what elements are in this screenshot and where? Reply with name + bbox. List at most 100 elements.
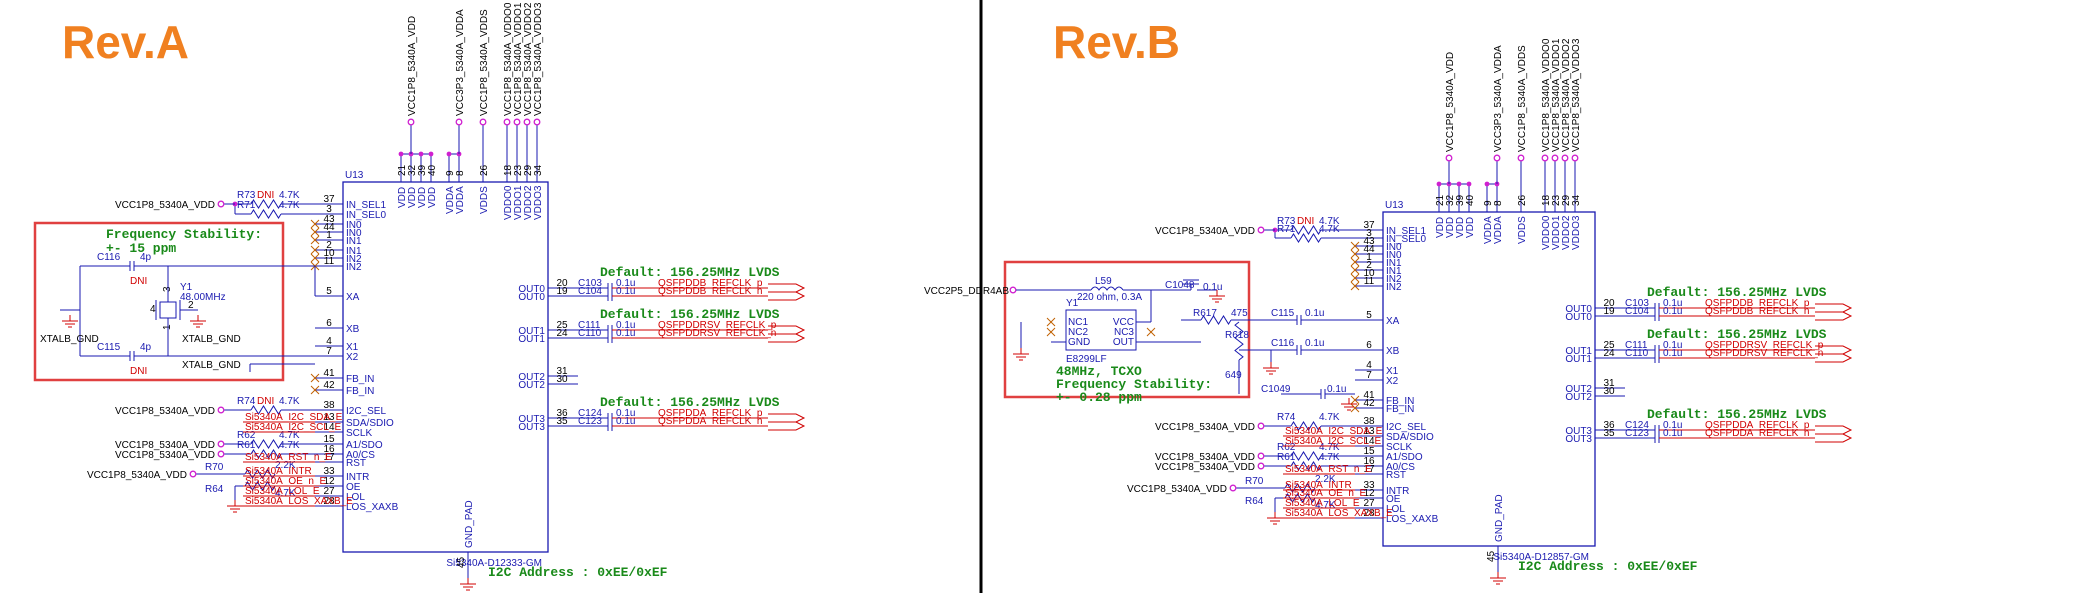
- pin-number: 44: [1363, 244, 1375, 255]
- pin-number: 30: [556, 374, 568, 385]
- vcc-net-label: VCC1P8_5340A_VDD: [87, 470, 187, 481]
- supply-net-label: VCC1P8_5340A_VDDS: [1517, 45, 1528, 152]
- no-connect-mark: [1350, 265, 1360, 275]
- crystal-frequency: 48.00MHz: [180, 292, 226, 303]
- capacitor-ref: C104: [578, 286, 602, 297]
- supply-net-label: VCC1P8_5340A_VDDO1: [513, 2, 524, 116]
- pin-number: 33: [1363, 480, 1375, 491]
- pin-name: IN_SEL0: [346, 210, 386, 221]
- ic-body: [1382, 211, 1596, 547]
- capacitor-ref: C116: [97, 252, 121, 263]
- net-terminal: [1541, 154, 1549, 162]
- supply-net-label: VCC3P3_5340A_VDDA: [1493, 45, 1504, 152]
- resistor-value: 2.2K: [1315, 474, 1336, 485]
- pin-number: 38: [1363, 416, 1375, 427]
- pin-name: SCLK: [346, 428, 372, 439]
- junction-dot: [1466, 181, 1472, 187]
- no-connect-mark: [1350, 273, 1360, 283]
- signal-label: Si5340A_RST_n_E: [245, 452, 332, 463]
- supply-net-label: VCC1P8_5340A_VDD: [1445, 52, 1456, 152]
- resistor-value: 475: [1231, 308, 1248, 319]
- pin-number: 7: [326, 346, 332, 357]
- net-terminal: [479, 118, 487, 126]
- revision-title: Rev.B: [1053, 16, 1180, 68]
- pin-number: 39: [417, 164, 428, 176]
- capacitor-ref: C111: [1625, 340, 1648, 351]
- no-connect-mark: [310, 373, 320, 383]
- no-connect-mark: [310, 385, 320, 395]
- output-net-label: QSFPDDB_REFCLK_p: [1705, 298, 1810, 309]
- pin-name: IN_SEL0: [1386, 234, 1426, 245]
- tcxo-supply-label: VCC2P5_DDR4AB: [924, 286, 1009, 297]
- signal-label: Si5340A_I2C_SDA_E: [245, 412, 343, 423]
- output-net-label: QSFPDDA_REFCLK_p: [1705, 420, 1810, 431]
- pin-number: 13: [323, 412, 335, 423]
- pin-number: 2: [326, 240, 332, 251]
- resistor-ref: R61: [1277, 452, 1296, 463]
- inductor-value: 220 ohm, 0.3A: [1077, 292, 1142, 303]
- pin-number: 42: [1363, 398, 1375, 409]
- pin-name: INTR: [1386, 486, 1409, 497]
- crystal-pin: 4: [150, 304, 156, 315]
- resistor-ref: R73: [1277, 216, 1296, 227]
- pin-number: 2: [1366, 260, 1372, 271]
- pin-number: 3: [1366, 228, 1372, 239]
- pin-number: 21: [397, 164, 408, 176]
- resistor-ref: R62: [1277, 442, 1296, 453]
- pin-name: OUT1: [1565, 354, 1592, 365]
- junction-dot: [1484, 181, 1490, 187]
- pin-name: VDD: [417, 187, 428, 208]
- capacitor-ref: C123: [578, 416, 602, 427]
- offpage-connector: [1815, 303, 1853, 313]
- pin-name: VDDO1: [513, 185, 524, 220]
- resistor-note: DNI: [257, 190, 274, 201]
- net-terminal: [523, 118, 531, 126]
- resistor-value: 649: [1225, 370, 1242, 381]
- pin-number: 16: [1363, 456, 1375, 467]
- no-connect-mark: [1350, 395, 1360, 405]
- net-terminal: [503, 118, 511, 126]
- pin-number: 25: [556, 320, 568, 331]
- pin-number: 12: [1363, 488, 1375, 499]
- pin-name: VDD: [1455, 217, 1466, 238]
- xtal-gnd-label: XTALB_GND: [182, 360, 241, 371]
- pin-name: OUT3: [518, 414, 545, 425]
- resistor-symbol: [1284, 483, 1316, 493]
- pin-name: X2: [1386, 376, 1399, 387]
- signal-label: Si5340A_INTR: [1285, 480, 1352, 491]
- i2c-address-note: I2C Address : 0xEE/0xEF: [1518, 559, 1698, 574]
- pin-number: 32: [1445, 194, 1456, 206]
- resistor-value: 4.7K: [1319, 452, 1340, 463]
- pin-name: IN0: [1386, 250, 1402, 261]
- pin-number: 4: [1366, 360, 1372, 371]
- i2c-address-note: I2C Address : 0xEE/0xEF: [488, 565, 668, 580]
- output-default-note: Default: 156.25MHz LVDS: [600, 395, 780, 410]
- resistor-ref: R618: [1225, 330, 1249, 341]
- pin-name: OE: [346, 482, 361, 493]
- pin-number: 26: [479, 164, 490, 176]
- pin-number: 24: [556, 328, 568, 339]
- pin-number: 11: [1364, 276, 1375, 287]
- resistor-symbol: [1290, 451, 1322, 461]
- tcxo-annotation-box: [1003, 260, 1251, 399]
- vcc-net-label: VCC1P8_5340A_VDD: [1155, 226, 1255, 237]
- pin-name: VDDS: [479, 186, 490, 214]
- pin-name: IN1: [1386, 266, 1402, 277]
- capacitor-ref: C110: [578, 328, 602, 339]
- resistor-symbol: [1290, 421, 1322, 431]
- net-terminal: [189, 470, 197, 478]
- capacitor-ref: C110: [1625, 348, 1649, 359]
- resistor-note: DNI: [257, 396, 274, 407]
- pin-name: VDDO0: [1541, 215, 1552, 250]
- pin-name: XB: [346, 324, 360, 335]
- resistor-symbol: [1290, 225, 1322, 235]
- pin-number: 18: [503, 164, 514, 176]
- pin-name: LOL: [346, 492, 365, 503]
- capacitor-value: 0.1u: [1203, 282, 1222, 293]
- no-connect-mark: [1350, 257, 1360, 267]
- pin-number: 34: [533, 164, 544, 176]
- output-default-note: Default: 156.25MHz LVDS: [1647, 285, 1827, 300]
- tcxo-pin-name: GND: [1068, 337, 1090, 348]
- pin-name: VDDO3: [1571, 215, 1582, 250]
- no-connect-mark: [310, 219, 320, 229]
